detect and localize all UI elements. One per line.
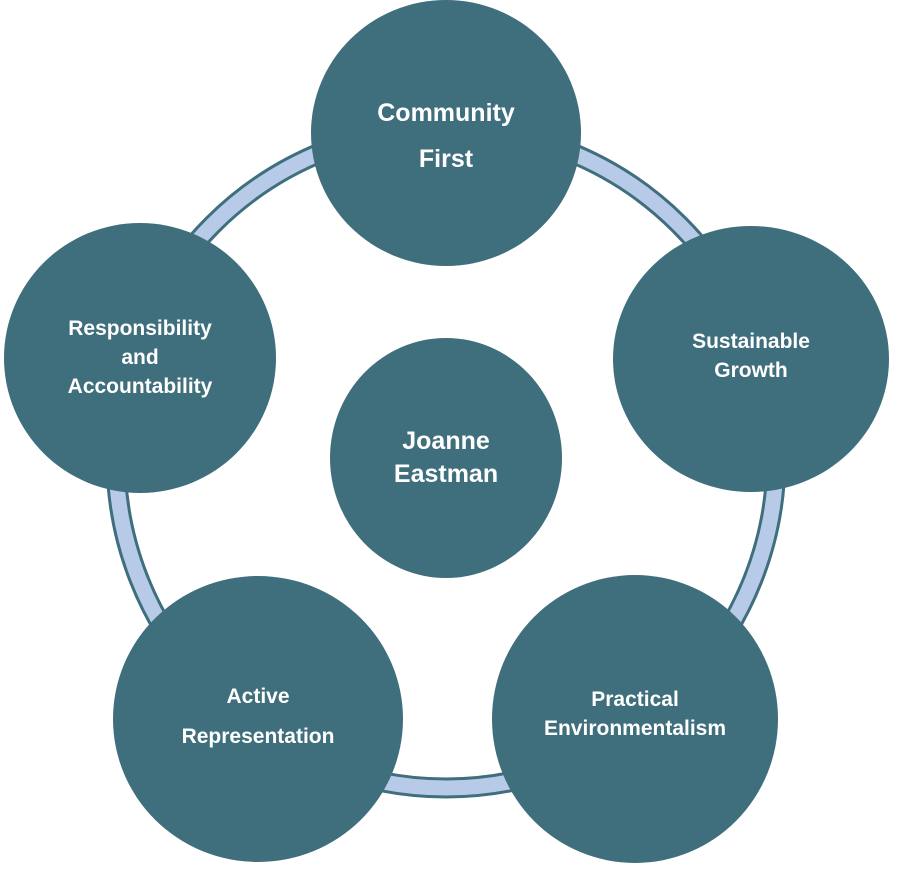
node-label-line: First	[418, 145, 474, 173]
node-responsibility-accountability: Responsibility and Accountability	[4, 223, 276, 493]
node-label-line: and	[121, 345, 159, 369]
node-label-line: Community	[377, 99, 515, 127]
center-label-line: Eastman	[393, 460, 499, 488]
node-community-first: Community First	[311, 0, 581, 266]
node-practical-environmentalism: Practical Environmentalism	[492, 575, 778, 863]
center-label-line: Joanne	[402, 427, 490, 455]
node-label-line: Practical	[591, 688, 679, 711]
node-label-line: Accountability	[67, 374, 213, 398]
node-label-line: Environmentalism	[543, 717, 727, 740]
node-active-representation: Active Representation	[113, 576, 403, 862]
node-label-line: Growth	[714, 359, 788, 382]
node-label-line: Active	[226, 685, 290, 708]
node-sustainable-growth: Sustainable Growth	[613, 226, 889, 492]
node-label-line: Representation	[181, 725, 335, 748]
node-label-line: Sustainable	[692, 330, 810, 353]
center-node: Joanne Eastman	[330, 338, 562, 578]
node-label-line: Responsibility	[68, 316, 212, 340]
